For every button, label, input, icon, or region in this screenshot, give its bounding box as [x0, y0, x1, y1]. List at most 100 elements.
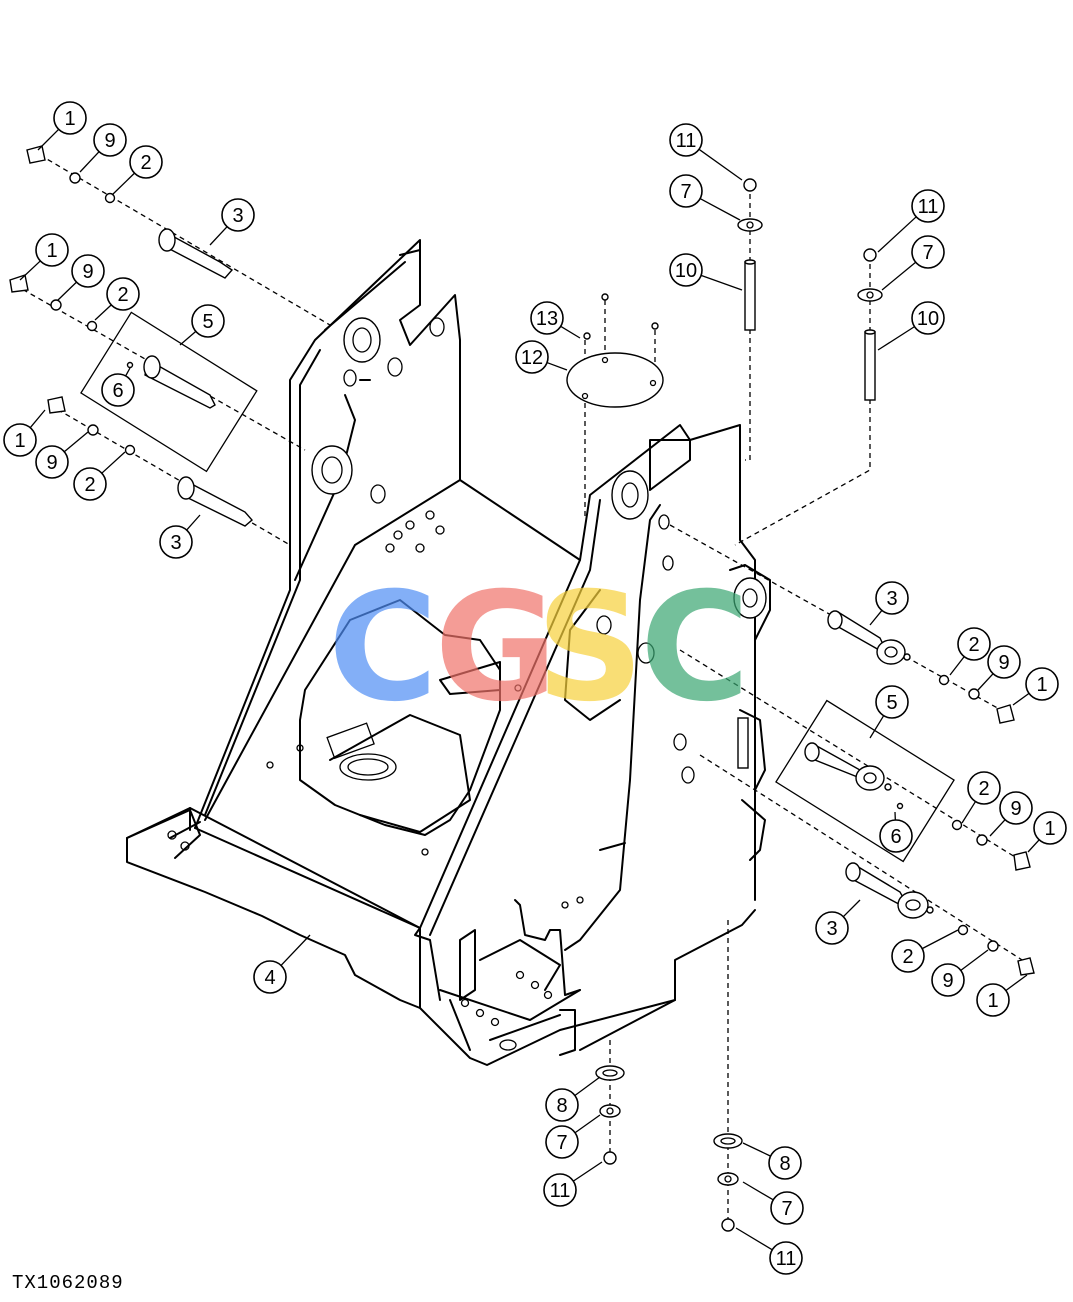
leader-line — [79, 151, 100, 173]
leader-line — [280, 934, 311, 966]
callout-circle — [911, 235, 945, 269]
callout-label: 7 — [680, 181, 691, 203]
callout-label: 5 — [886, 692, 897, 714]
callout-circle — [73, 467, 107, 501]
callout-10: 10 — [669, 253, 743, 291]
callout-7: 7 — [545, 1114, 601, 1159]
callout-circle — [35, 445, 69, 479]
callout-9: 9 — [977, 645, 1021, 691]
callout-circle — [35, 233, 69, 267]
callout-circle — [911, 301, 945, 335]
leader-line — [949, 656, 965, 676]
leader-line — [977, 673, 994, 691]
callout-8: 8 — [742, 1142, 802, 1180]
leader-line — [960, 949, 989, 971]
callout-circle — [543, 1173, 577, 1207]
callout-circle — [545, 1125, 579, 1159]
callout-label: 5 — [202, 311, 213, 333]
callout-label: 1 — [1044, 818, 1055, 840]
callout-label: 11 — [776, 1248, 797, 1270]
watermark: C G S C — [328, 561, 750, 735]
callout-label: 3 — [826, 918, 837, 940]
callout-circle — [253, 960, 287, 994]
callout-1: 1 — [3, 409, 46, 457]
callout-label: 2 — [968, 634, 979, 656]
leader-line — [989, 819, 1006, 837]
callout-6: 6 — [879, 811, 913, 853]
top-pin-stack-right — [857, 248, 883, 401]
callout-circle — [999, 791, 1033, 825]
callout-circle — [1033, 811, 1067, 845]
callout-1: 1 — [37, 101, 87, 151]
callout-label: 1 — [14, 430, 25, 452]
callout-circle — [891, 939, 925, 973]
callout-label: 4 — [264, 967, 275, 989]
callout-circle — [1025, 667, 1059, 701]
leader-line — [57, 281, 77, 301]
callout-circle — [129, 145, 163, 179]
callout-8: 8 — [545, 1076, 601, 1122]
callout-1: 1 — [19, 233, 69, 281]
leader-line — [29, 409, 46, 429]
callout-circle — [53, 101, 87, 135]
callout-circle — [191, 304, 225, 338]
callout-5: 5 — [869, 685, 909, 739]
callout-9: 9 — [35, 431, 89, 479]
leader-line — [209, 226, 228, 246]
callout-9: 9 — [57, 254, 105, 301]
leader-line — [111, 172, 135, 196]
leader-line — [37, 128, 60, 151]
callout-circle — [159, 525, 193, 559]
callout-7: 7 — [881, 235, 945, 291]
callout-2: 2 — [111, 145, 163, 196]
callout-label: 8 — [779, 1153, 790, 1175]
callout-label: 9 — [1010, 798, 1021, 820]
callout-label: 7 — [556, 1132, 567, 1154]
callout-label: 9 — [82, 261, 93, 283]
callout-label: 7 — [922, 242, 933, 264]
leader-line — [698, 148, 743, 181]
leader-line — [869, 715, 885, 739]
leader-line — [735, 1227, 773, 1251]
callout-label: 11 — [918, 196, 939, 218]
callout-circle — [770, 1191, 804, 1225]
callout-3: 3 — [815, 899, 861, 945]
callout-2: 2 — [73, 451, 126, 501]
leader-line — [19, 260, 41, 281]
callout-11: 11 — [669, 123, 743, 181]
callout-2: 2 — [94, 277, 140, 321]
callout-circle — [875, 685, 909, 719]
leader-line — [560, 325, 581, 339]
callout-label: 3 — [232, 205, 243, 227]
leader-line — [869, 609, 883, 626]
callout-circle — [545, 1088, 579, 1122]
watermark-letter: G — [434, 561, 557, 735]
callout-9: 9 — [931, 949, 989, 997]
bottom-stack-left — [595, 1065, 625, 1165]
callout-label: 1 — [64, 108, 75, 130]
watermark-letter: S — [536, 561, 644, 735]
callout-label: 6 — [890, 826, 901, 848]
callout-13: 13 — [530, 301, 581, 339]
callouts: 1923192561923413121171011710329152916329… — [3, 101, 1067, 1275]
callout-10: 10 — [877, 301, 945, 351]
callout-1: 1 — [976, 974, 1028, 1017]
callout-label: 9 — [942, 970, 953, 992]
right-upper-pin-group — [827, 610, 1015, 724]
callout-label: 9 — [46, 452, 57, 474]
leader-line — [179, 330, 197, 346]
leader-line — [1012, 692, 1030, 706]
leader-line — [101, 451, 126, 474]
callout-3: 3 — [159, 514, 201, 559]
callout-label: 13 — [536, 308, 558, 330]
callout-label: 9 — [104, 130, 115, 152]
leader-line — [742, 1142, 771, 1157]
leader-line — [877, 216, 917, 253]
callout-2: 2 — [949, 627, 991, 676]
callout-label: 10 — [675, 260, 697, 282]
callout-circle — [71, 254, 105, 288]
leader-line — [877, 326, 915, 351]
callout-9: 9 — [79, 123, 127, 173]
callout-1: 1 — [1027, 811, 1067, 853]
